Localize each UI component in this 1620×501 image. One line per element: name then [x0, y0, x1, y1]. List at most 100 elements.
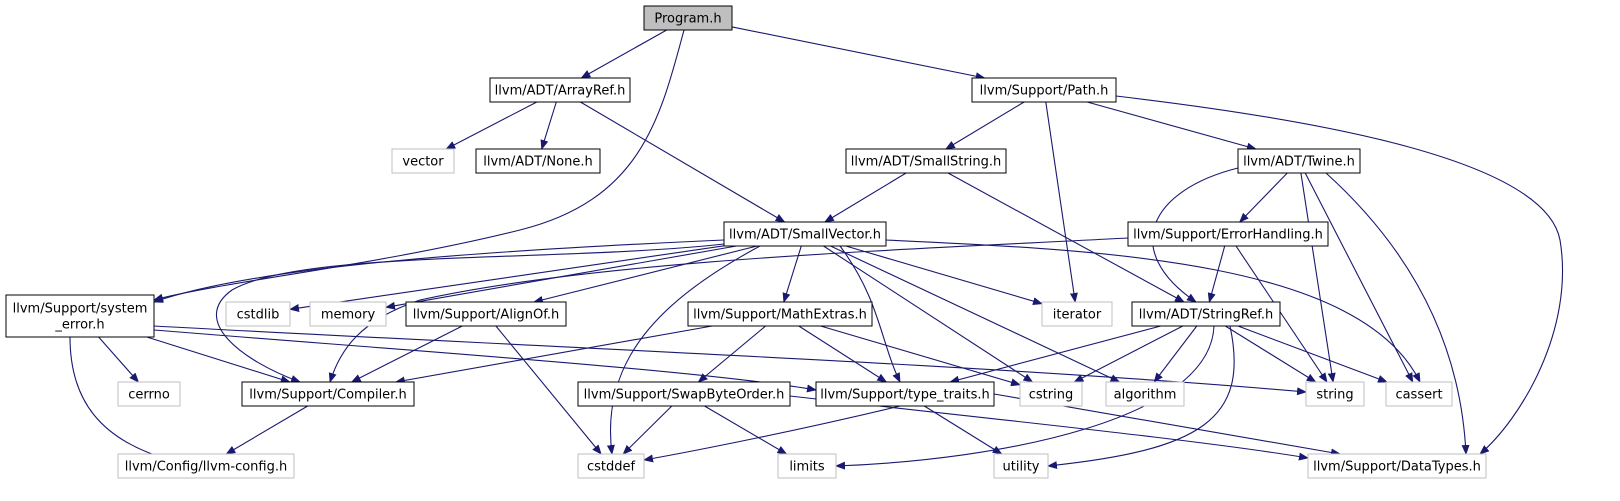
edge-mathextras-to-compiler: [394, 325, 713, 385]
node-label: vector: [402, 155, 444, 170]
node-cerrno: cerrno: [117, 381, 181, 407]
node-label: limits: [789, 460, 825, 475]
edge-line: [924, 405, 1003, 455]
node-box: [815, 381, 995, 407]
node-label: cerrno: [128, 388, 170, 403]
edge-smallvector-to-iterator: [845, 245, 1043, 305]
node-cstdlib: cstdlib: [225, 301, 291, 327]
edge-mathextras-to-swapbyteorder: [697, 325, 766, 383]
node-alignof[interactable]: llvm/Support/AlignOf.h: [405, 301, 567, 327]
edge-line: [532, 245, 758, 304]
node-box: [117, 381, 181, 407]
edge-alignof-to-cstddef: [495, 325, 602, 455]
node-label: llvm/Support/Path.h: [980, 84, 1109, 99]
edge-systemerror-to-llvmconfig: [69, 336, 171, 462]
node-box: [117, 453, 295, 479]
edge-stringref-to-utility: [1047, 325, 1235, 470]
node-label: llvm/ADT/Twine.h: [1243, 155, 1355, 170]
node-box: [687, 301, 873, 327]
node-swapbyteorder[interactable]: llvm/Support/SwapByteOrder.h: [577, 381, 791, 407]
edge-line: [1225, 325, 1317, 383]
node-smallstring[interactable]: llvm/ADT/SmallString.h: [845, 148, 1007, 174]
edge-errorhandling-to-stringref: [1207, 245, 1226, 303]
node-typetraits[interactable]: llvm/Support/type_traits.h: [815, 381, 995, 407]
edge-line: [580, 101, 786, 223]
node-path[interactable]: llvm/Support/Path.h: [971, 77, 1117, 103]
edge-path-to-smallstring: [945, 101, 1025, 150]
node-layer: Program.h llvm/ADT/ArrayRef.h llvm/Support…: [5, 5, 1487, 479]
edge-line: [1207, 245, 1226, 303]
edge-line: [1047, 325, 1235, 470]
edge-line: [1045, 101, 1078, 303]
edge-line: [328, 237, 1129, 383]
node-cassert: cassert: [1385, 381, 1453, 407]
edge-smallvector-to-mathextras: [782, 245, 802, 303]
edge-systemerror-to-compiler: [146, 336, 291, 384]
edge-line: [704, 405, 788, 455]
edge-smallvector-to-alignof: [532, 245, 758, 304]
edge-smallvector-to-cstring: [823, 245, 1034, 383]
edge-smallvector-to-cassert: [885, 239, 1421, 383]
node-label: llvm/Support/MathExtras.h: [693, 308, 867, 323]
node-label: string: [1316, 388, 1353, 403]
node-label: llvm/Support/type_traits.h: [820, 388, 990, 403]
node-smallvector[interactable]: llvm/ADT/SmallVector.h: [723, 221, 887, 247]
edge-line: [1237, 325, 1388, 383]
edge-line: [1153, 325, 1198, 383]
node-label: llvm/ADT/ArrayRef.h: [495, 84, 626, 99]
node-label: cstddef: [587, 460, 636, 475]
edge-line: [495, 325, 602, 455]
node-box: [1305, 381, 1365, 407]
edge-program-to-arrayref: [580, 29, 667, 79]
edge-swapbyteorder-to-limits: [704, 405, 788, 455]
edge-line: [885, 239, 1421, 383]
edge-arrayref-to-smallvector: [580, 101, 786, 223]
edge-line: [845, 245, 1043, 305]
node-label: llvm/Support/DataTypes.h: [1313, 460, 1481, 475]
node-label: llvm/Support/AlignOf.h: [413, 308, 560, 323]
node-string: string: [1305, 381, 1365, 407]
node-systemerror[interactable]: llvm/Support/system_error.h: [5, 294, 155, 338]
node-box: [577, 381, 791, 407]
node-datatypes: llvm/Support/DataTypes.h: [1307, 453, 1487, 479]
node-vector: vector: [391, 148, 455, 174]
edge-compiler-to-llvmconfig: [225, 405, 308, 455]
edge-line: [216, 243, 725, 383]
node-box: [643, 5, 733, 31]
node-compiler[interactable]: llvm/Support/Compiler.h: [241, 381, 415, 407]
node-box: [777, 453, 837, 479]
edge-line: [945, 101, 1025, 150]
edge-line: [949, 325, 1161, 384]
edge-smallvector-to-systemerror: [153, 239, 725, 303]
node-program[interactable]: Program.h: [643, 5, 733, 31]
node-box: [1385, 381, 1453, 407]
node-box: [5, 294, 155, 338]
node-mathextras[interactable]: llvm/Support/MathExtras.h: [687, 301, 873, 327]
node-label: llvm/ADT/SmallVector.h: [729, 228, 881, 243]
edge-line: [540, 101, 557, 150]
node-twine[interactable]: llvm/ADT/Twine.h: [1237, 148, 1361, 174]
edge-line: [98, 336, 140, 383]
node-label: _error.h: [54, 318, 104, 333]
node-label: llvm/ADT/SmallString.h: [851, 155, 1001, 170]
node-box: [1237, 148, 1361, 174]
edge-line: [350, 325, 463, 383]
node-box: [1105, 381, 1185, 407]
node-box: [1131, 301, 1281, 327]
node-arrayref[interactable]: llvm/ADT/ArrayRef.h: [489, 77, 631, 103]
node-label: llvm/Support/Compiler.h: [249, 388, 406, 403]
node-stringref[interactable]: llvm/ADT/StringRef.h: [1131, 301, 1281, 327]
node-errorhandling[interactable]: llvm/Support/ErrorHandling.h: [1127, 221, 1329, 247]
node-box: [971, 77, 1117, 103]
node-label: llvm/Support/system: [13, 302, 148, 317]
edge-smallstring-to-stringref: [947, 172, 1185, 303]
node-none[interactable]: llvm/ADT/None.h: [475, 148, 601, 174]
node-label: memory: [321, 308, 376, 323]
edge-stringref-to-string: [1225, 325, 1317, 383]
edge-line: [445, 101, 538, 150]
node-box: [475, 148, 601, 174]
node-label: cstdlib: [237, 308, 280, 323]
edge-twine-to-errorhandling: [1239, 172, 1288, 223]
edge-typetraits-to-cstddef: [643, 405, 901, 463]
edge-smallstring-to-smallvector: [824, 172, 907, 223]
